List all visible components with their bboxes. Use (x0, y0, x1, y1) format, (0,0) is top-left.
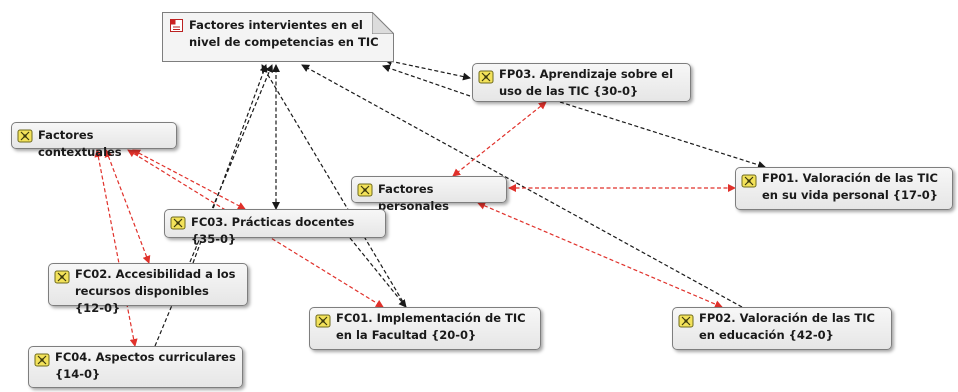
node-personales-label: Factores personales (378, 182, 449, 213)
code-icon (741, 174, 757, 188)
node-personales[interactable]: Factores personales (351, 176, 507, 213)
code-icon (315, 314, 331, 328)
code-icon (17, 129, 33, 143)
node-fp03[interactable]: FP03. Aprendizaje sobre el uso de las TI… (472, 63, 691, 102)
node-fc02[interactable]: FC02. Accesibilidad a los recursos dispo… (48, 263, 248, 315)
node-fc01[interactable]: FC01. Implementación de TIC en la Facult… (309, 307, 541, 350)
node-fc04[interactable]: FC04. Aspectos curriculares {14-0} (28, 346, 243, 388)
edge-fp03-personales (452, 101, 547, 177)
code-icon (678, 314, 694, 328)
code-icon (478, 70, 494, 84)
root-node[interactable]: Factores intervientes en el nivel de com… (162, 12, 394, 62)
node-contextuales-label: Factores contextuales (38, 128, 122, 159)
edge-contextuales-fc03 (132, 149, 246, 210)
code-icon (34, 353, 50, 367)
code-icon (54, 270, 70, 284)
edge-fc03-fc01 (349, 237, 407, 308)
node-fc03-label: FC03. Prácticas docentes {35-0} (191, 215, 355, 246)
node-fp01[interactable]: FP01. Valoración de las TIC en su vida p… (735, 167, 953, 210)
node-contextuales[interactable]: Factores contextuales (11, 122, 177, 159)
node-fc02-label: FC02. Accesibilidad a los recursos dispo… (75, 267, 236, 315)
edge-personales-fp02 (477, 202, 723, 308)
node-fp02-label: FP02. Valoración de las TIC en educación… (699, 311, 875, 342)
root-node-label: Factores intervientes en el nivel de com… (189, 18, 379, 49)
edge-fp03-root (382, 64, 471, 97)
node-fp02[interactable]: FP02. Valoración de las TIC en educación… (672, 307, 892, 350)
node-fc04-label: FC04. Aspectos curriculares {14-0} (55, 350, 236, 381)
code-icon (170, 216, 186, 230)
code-icon (357, 183, 373, 197)
edge-fp03-root (384, 57, 471, 81)
edge-contextuales-fc02 (104, 149, 151, 264)
node-fp01-label: FP01. Valoración de las TIC en su vida p… (762, 171, 938, 202)
network-document-icon (170, 19, 183, 32)
node-fc03[interactable]: FC03. Prácticas docentes {35-0} (164, 209, 386, 246)
edge-fp03-fp01 (559, 101, 766, 169)
node-fp03-label: FP03. Aprendizaje sobre el uso de las TI… (499, 67, 674, 98)
node-fc01-label: FC01. Implementación de TIC en la Facult… (336, 311, 526, 342)
